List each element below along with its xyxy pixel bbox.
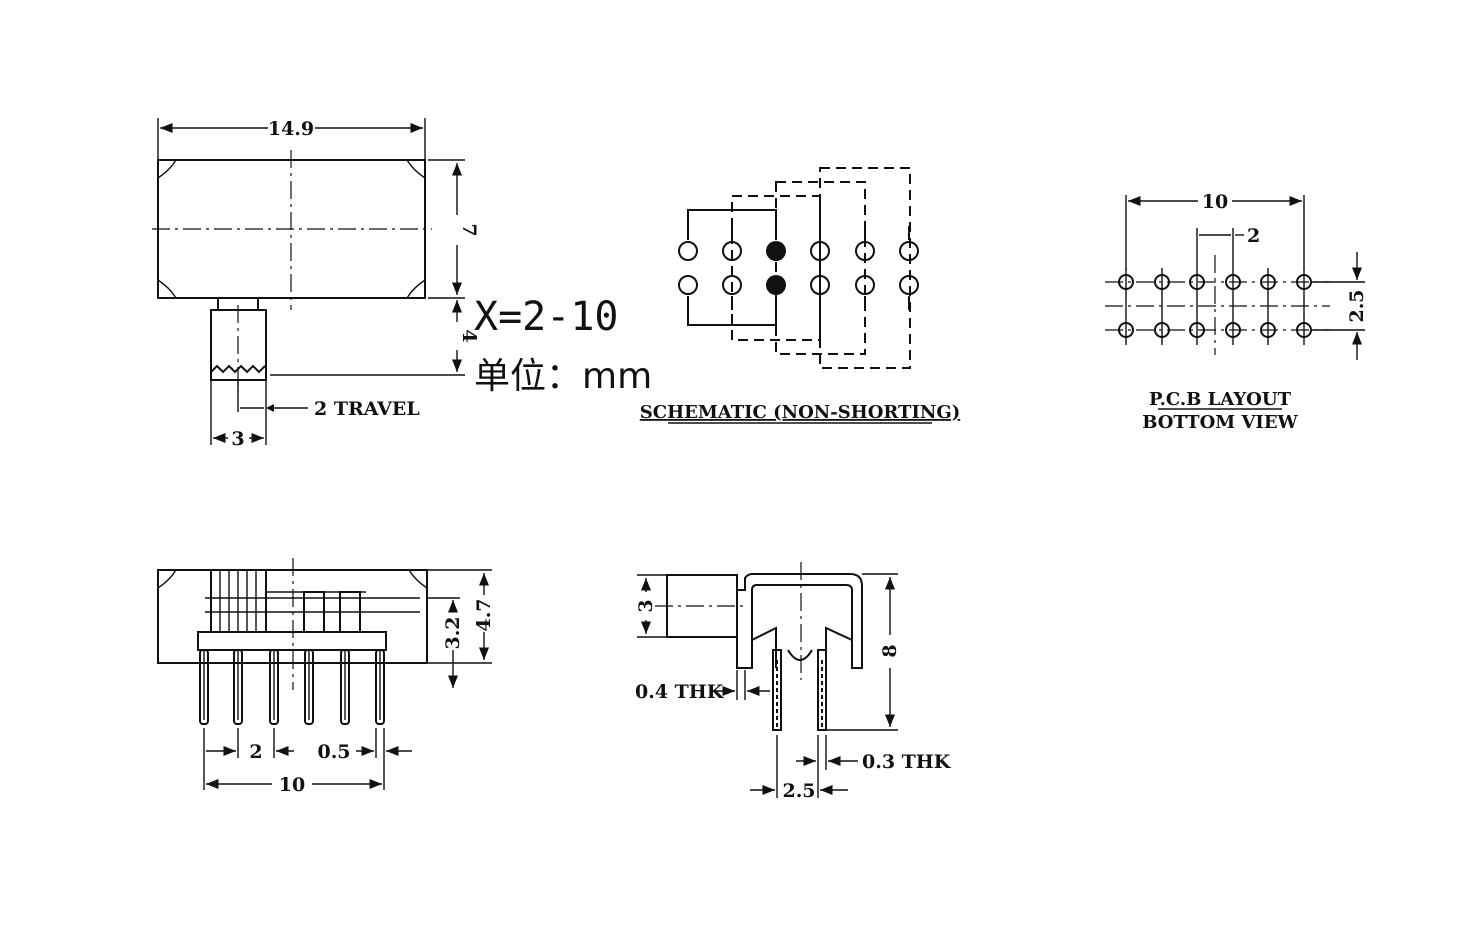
- front-view: 4.7 3.2 2 0.5 10: [157, 558, 495, 796]
- pcb-caption-line2: BOTTOM VIEW: [1142, 412, 1298, 433]
- frame-thickness-label: 0.4 THK: [635, 681, 725, 703]
- pcb-pitch-dim: 2: [1247, 225, 1260, 247]
- unit-label: 单位：mm: [474, 356, 652, 397]
- front-pin-width-dim: 0.5: [317, 741, 350, 763]
- contact-common: [766, 275, 786, 295]
- pcb-caption-line1: P.C.B LAYOUT: [1149, 389, 1292, 410]
- pin-thickness-label: 0.3 THK: [862, 751, 952, 773]
- side-row-spacing-dim: 2.5: [782, 780, 815, 802]
- pcb-total-pitch-dim: 10: [1202, 191, 1228, 213]
- contact-open: [678, 241, 698, 261]
- variant-formula: X=2-10: [474, 294, 619, 340]
- side-actuator-dim: 3: [635, 599, 657, 612]
- contact-open: [722, 241, 742, 261]
- pcb-row-spacing-dim: 2.5: [1346, 289, 1368, 322]
- top-view: 14.9 7 4 2 TRAVEL: [152, 118, 480, 450]
- side-pin-height-dim: 8: [879, 644, 901, 657]
- travel-label: 2 TRAVEL: [314, 398, 420, 420]
- actuator-length-dim: 4: [458, 329, 480, 342]
- schematic: SCHEMATIC (NON-SHORTING): [640, 167, 960, 424]
- contact-open: [810, 275, 830, 295]
- contact-open: [899, 241, 919, 261]
- side-view: 3 8 0.4 THK 0.3 THK 2.5: [635, 562, 952, 802]
- contact-common: [766, 241, 786, 261]
- contact-open: [855, 241, 875, 261]
- front-pitch-dim: 2: [249, 741, 262, 763]
- front-span-dim: 10: [279, 774, 305, 796]
- contact-open: [722, 275, 742, 295]
- pcb-layout: 10 2 2.5 P.C.B LAYOUT BOTTOM VIEW: [1105, 191, 1368, 433]
- contact-open: [855, 275, 875, 295]
- schematic-caption: SCHEMATIC (NON-SHORTING): [640, 402, 960, 423]
- contact-open: [899, 275, 919, 295]
- front-total-height-dim: 4.7: [473, 598, 495, 631]
- actuator-width-dim: 3: [231, 428, 244, 450]
- front-body-height-dim: 3.2: [442, 616, 464, 649]
- contact-open: [810, 241, 830, 261]
- top-height-dim: 7: [458, 223, 480, 236]
- contact-open: [678, 275, 698, 295]
- top-width-dim: 14.9: [268, 118, 314, 140]
